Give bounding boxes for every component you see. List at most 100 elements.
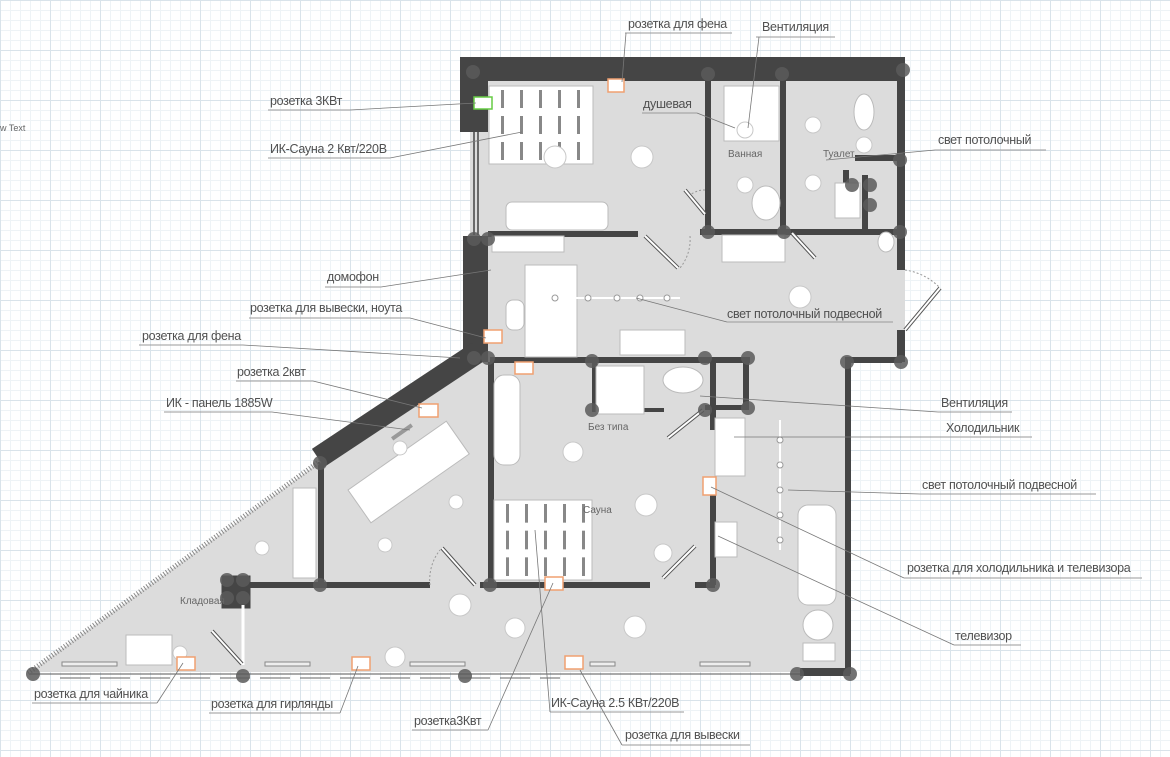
room-label-bath: Ванная <box>728 149 762 160</box>
ceiling-light-icon <box>448 494 464 510</box>
wall-node <box>483 578 497 592</box>
wall-node <box>845 178 859 192</box>
label-ceiling-light: свет потолочный <box>938 133 1032 147</box>
sauna-bench-slat <box>558 116 561 134</box>
sauna-bench-slat <box>506 504 509 523</box>
label-outlet-3kw-bottom: розетка3Квт <box>414 714 482 728</box>
pendant-bulb <box>776 536 784 544</box>
bench <box>721 234 786 263</box>
sauna-bench-slat <box>501 116 504 134</box>
wall-node <box>863 178 877 192</box>
pendant-bulb <box>776 461 784 469</box>
wall-node <box>466 65 480 79</box>
toilet <box>853 93 875 131</box>
sauna-bench-slat <box>563 557 566 576</box>
wardrobe <box>292 487 317 579</box>
sauna-bench-slat <box>501 90 504 108</box>
room-label-toilet: Туалет <box>823 149 855 160</box>
label-outlet-hairdryer: розетка для фена <box>142 329 241 343</box>
pendant-bulb <box>584 294 592 302</box>
outlet-hairdryer[interactable] <box>514 361 534 375</box>
ceiling-light-icon <box>634 493 658 517</box>
wall-node <box>698 351 712 365</box>
wall-node <box>220 591 234 605</box>
label-outlet-sign-laptop: розетка для вывески, ноута <box>250 301 402 315</box>
walls <box>26 57 905 679</box>
outlet-garland[interactable] <box>351 656 371 671</box>
ceiling-lights <box>172 116 873 668</box>
wall-node <box>481 351 495 365</box>
wall-node <box>481 232 495 246</box>
wall-node <box>701 67 715 81</box>
sauna-bench-slat <box>525 557 528 576</box>
outlet-sign[interactable] <box>564 655 584 670</box>
ir-panel <box>391 423 413 441</box>
radiator <box>699 661 751 667</box>
pendant-bulb <box>663 294 671 302</box>
sauna-bench-slat <box>577 116 580 134</box>
wall-node <box>585 403 599 417</box>
ceiling-light-icon <box>562 441 584 463</box>
sauna-bench-slat <box>520 116 523 134</box>
wall-node <box>843 667 857 681</box>
wall-node <box>775 67 789 81</box>
outlet-sign-laptop[interactable] <box>483 329 503 344</box>
label-ir-panel: ИК - панель 1885W <box>166 396 273 410</box>
wall-node <box>236 669 250 683</box>
ceiling-light-icon <box>804 174 822 192</box>
pendant-bulb <box>776 511 784 519</box>
sofa <box>797 504 837 606</box>
ceiling-light-icon <box>543 145 567 169</box>
label-ir-sauna-2kw: ИК-Сауна 2 Квт/220В <box>270 142 387 156</box>
ceiling-light-icon <box>623 615 647 639</box>
outlet-2kw[interactable] <box>418 403 439 418</box>
wall-node <box>585 354 599 368</box>
wall-node <box>706 578 720 592</box>
pendant-bulb <box>776 436 784 444</box>
wall-node <box>313 456 327 470</box>
sauna-bench-slat <box>577 90 580 108</box>
wall-node <box>840 355 854 369</box>
wall-node <box>894 355 908 369</box>
wall-node <box>236 591 250 605</box>
sauna-bench-slat <box>582 557 585 576</box>
label-ventilation-top: Вентиляция <box>762 20 829 34</box>
radiator <box>409 661 466 667</box>
label-shower: душевая <box>643 97 692 111</box>
outlet-3kw[interactable] <box>544 576 564 591</box>
outlet-kettle[interactable] <box>176 656 196 671</box>
ceiling-light-icon <box>377 537 393 553</box>
outlet-3kw-selected[interactable] <box>473 96 493 110</box>
ceiling-light-icon <box>804 116 822 134</box>
wall-node <box>313 578 327 592</box>
toilet-2 <box>662 366 704 394</box>
wall-node <box>220 573 234 587</box>
label-outlet-hairdryer-top: розетка для фена <box>628 17 727 31</box>
chair <box>505 299 525 331</box>
sauna-bench-slat <box>506 530 509 550</box>
ceiling-light-icon <box>392 440 408 456</box>
shelf <box>491 235 565 253</box>
sauna-cabin-bottom <box>493 499 593 581</box>
wall-node <box>458 669 472 683</box>
leader-lines <box>32 32 1142 746</box>
outlet-hairdryer-top[interactable] <box>607 78 625 93</box>
lounger <box>493 374 521 466</box>
sauna-bench-slat <box>520 90 523 108</box>
radiator <box>589 661 616 667</box>
sauna-bench-slat <box>582 530 585 550</box>
wall-node <box>467 351 481 365</box>
label-outlet-fridge-tv: розетка для холодильника и телевизора <box>907 561 1131 575</box>
label-outlet-sign: розетка для вывески <box>625 728 740 742</box>
room-label-untyped: Без типа <box>588 422 629 433</box>
pendant-bulb <box>613 294 621 302</box>
sauna-bench-slat <box>520 142 523 160</box>
outlet-fridge-tv[interactable] <box>702 476 717 496</box>
label-intercom: домофон <box>327 270 379 284</box>
label-ir-sauna-2-5kw: ИК-Сауна 2.5 КВт/220В <box>551 696 679 710</box>
label-pendant-light-hall: свет потолочный подвесной <box>727 307 882 321</box>
sauna-bench-slat <box>544 557 547 576</box>
wall-node <box>701 225 715 239</box>
ceiling-light-icon <box>448 593 472 617</box>
